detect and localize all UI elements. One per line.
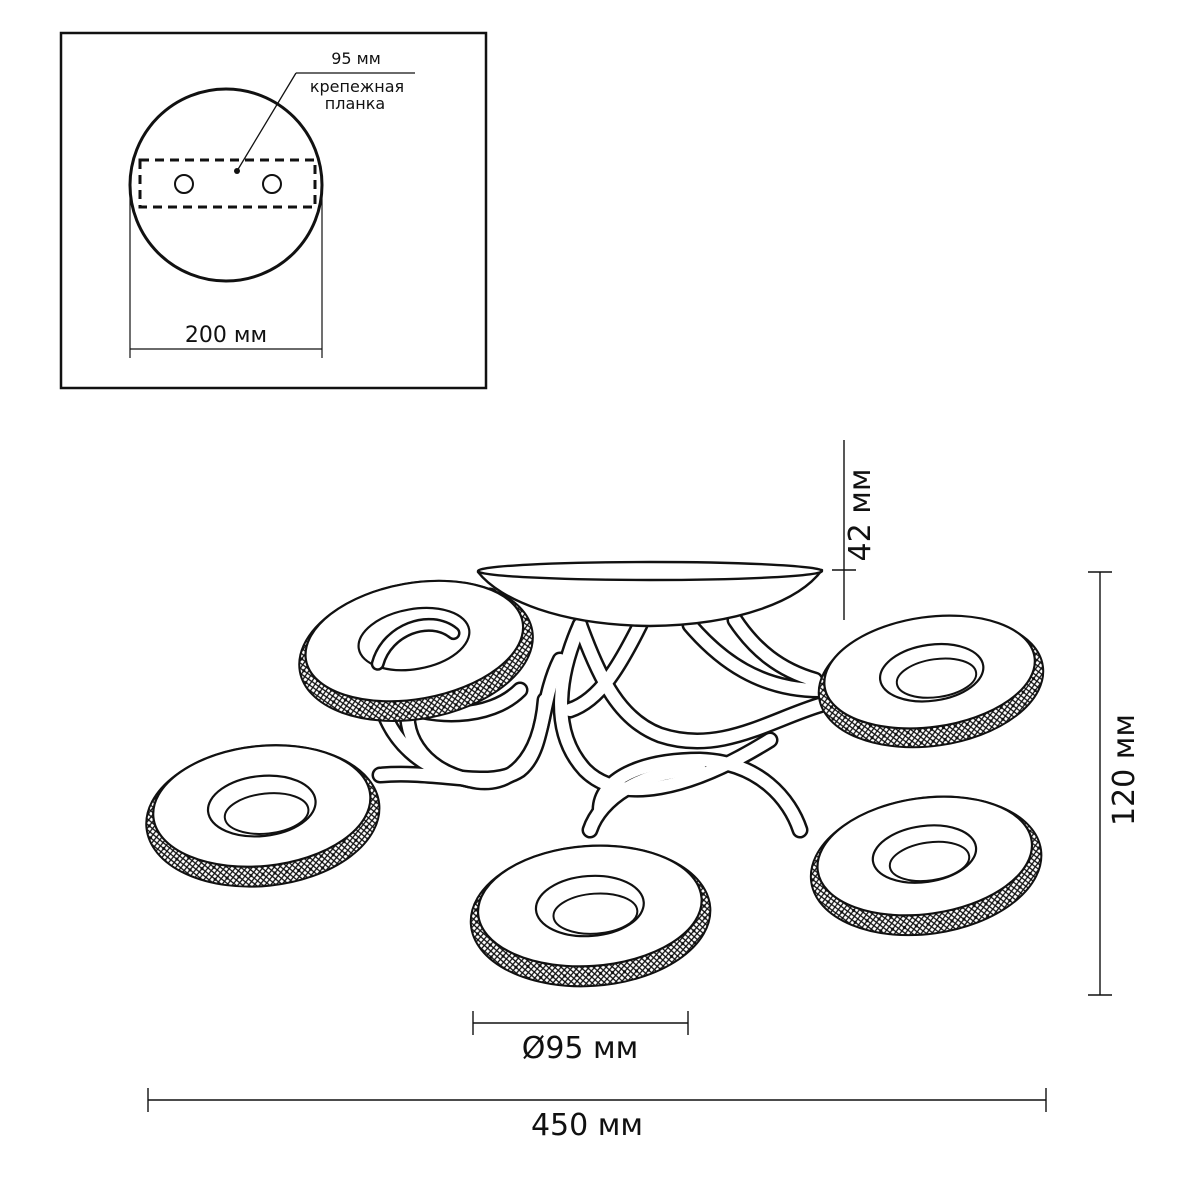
total-height-label: 120 мм xyxy=(1107,714,1142,826)
canopy-height-label: 42 мм xyxy=(843,469,878,562)
mounting-hole-right xyxy=(262,174,282,194)
total-width-label: 450 мм xyxy=(531,1108,643,1143)
shade-left xyxy=(145,744,381,888)
inset-frame xyxy=(59,31,488,390)
lamp-body xyxy=(145,560,1045,988)
shade-diameter-label: Ø95 мм xyxy=(522,1031,639,1066)
dimensions: 42 мм 120 мм Ø95 мм 450 мм xyxy=(147,440,1142,1143)
bracket-leader-line xyxy=(236,72,297,172)
canopy xyxy=(476,560,824,628)
mounting-bracket xyxy=(138,158,317,209)
shade-front-right xyxy=(809,795,1043,937)
shade-back-right xyxy=(817,614,1045,749)
mounting-hole-left xyxy=(174,174,194,194)
mounting-inset: 95 мм крепежная планка 200 мм xyxy=(59,31,488,390)
bracket-width-label: 95 мм xyxy=(331,49,381,68)
bracket-name-label-2: планка xyxy=(325,94,385,113)
base-diameter-label: 200 мм xyxy=(185,323,267,348)
shade-front xyxy=(469,844,712,988)
base-plate-circle xyxy=(128,87,324,283)
bracket-name-label-1: крепежная xyxy=(310,77,404,96)
shade-back-left xyxy=(298,579,534,722)
